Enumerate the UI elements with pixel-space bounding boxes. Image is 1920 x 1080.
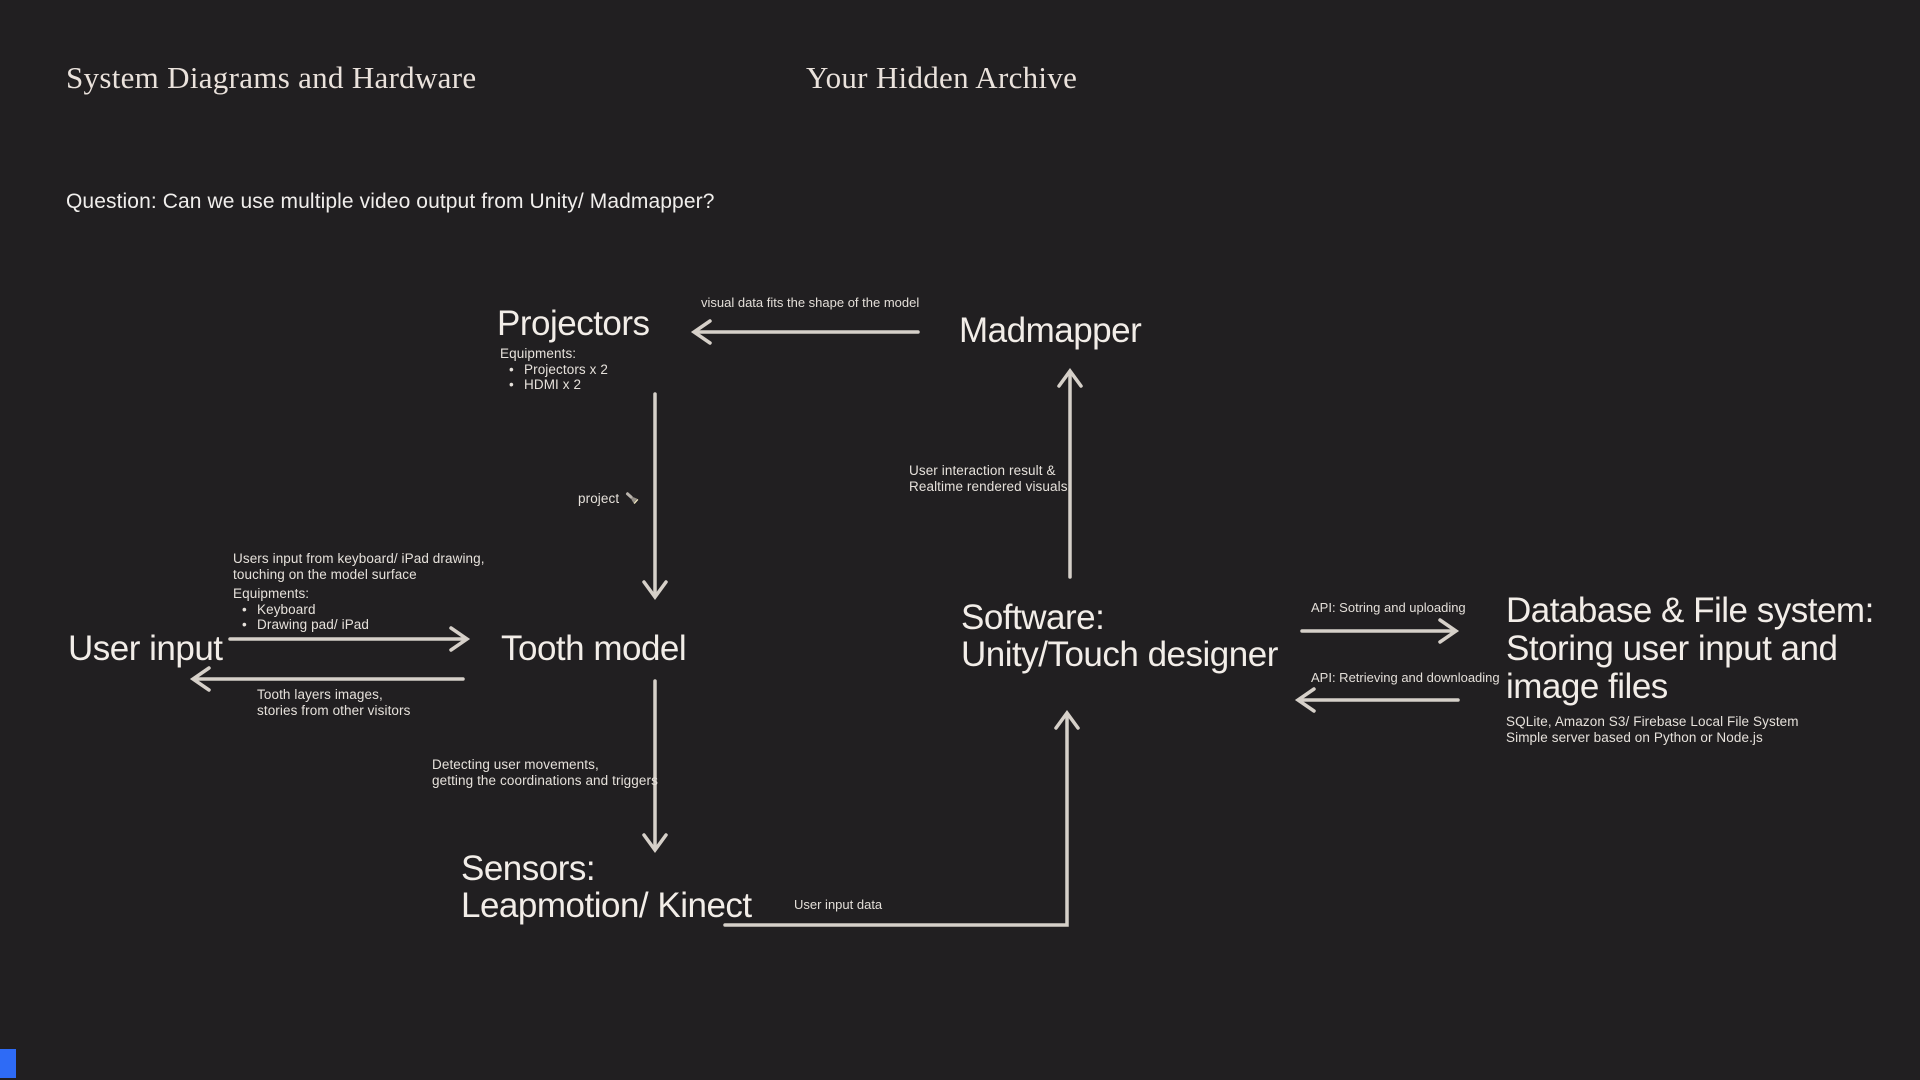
list-item: • HDMI x 2 xyxy=(500,377,608,393)
title-line: Leapmotion/ Kinect xyxy=(461,886,752,925)
project-label-text: project xyxy=(578,491,620,506)
label-line: Realtime rendered visuals xyxy=(909,478,1068,494)
label-line: Tooth layers images, xyxy=(257,687,383,702)
arrow-software-to-database xyxy=(1300,618,1460,644)
equipment-item: Drawing pad/ iPad xyxy=(257,617,370,632)
label-line: touching on the model surface xyxy=(233,566,417,582)
edge-label-user-input-data: User input data xyxy=(794,897,883,912)
node-software-title: Software: Unity/Touch designer xyxy=(961,599,1278,673)
equipment-label: Equipments: xyxy=(500,346,577,361)
list-item: • Projectors x 2 xyxy=(500,362,608,378)
flashlight-icon xyxy=(623,489,639,509)
arrow-projectors-to-tooth-model xyxy=(642,392,668,600)
bullet-icon: • xyxy=(242,601,247,617)
title-line: Software: xyxy=(961,598,1105,637)
title-line: Database & File system: xyxy=(1506,591,1874,630)
equipment-item: Keyboard xyxy=(257,601,316,617)
edge-label-tooth-layers: Tooth layers images, stories from other … xyxy=(257,687,411,718)
bullet-icon: • xyxy=(509,377,514,392)
bullet-icon: • xyxy=(242,617,247,632)
list-item: • Keyboard xyxy=(233,602,485,618)
edge-label-project: project xyxy=(578,489,639,509)
page-title: System Diagrams and Hardware xyxy=(66,60,477,95)
equipment-item: HDMI x 2 xyxy=(524,377,582,392)
equipment-label: Equipments: xyxy=(233,586,310,601)
edge-label-users-input: Users input from keyboard/ iPad drawing,… xyxy=(233,551,485,633)
bullet-icon: • xyxy=(509,361,514,377)
title-line: Sensors: xyxy=(461,849,596,888)
label-line: stories from other visitors xyxy=(257,702,411,718)
title-line: Storing user input and xyxy=(1506,629,1838,668)
edge-label-detecting: Detecting user movements, getting the co… xyxy=(432,757,658,788)
node-database-title: Database & File system: Storing user inp… xyxy=(1506,592,1874,706)
arrow-database-to-software xyxy=(1294,687,1460,713)
label-line: getting the coordinations and triggers xyxy=(432,772,658,788)
node-madmapper-title: Madmapper xyxy=(959,311,1142,350)
label-line: Detecting user movements, xyxy=(432,757,599,772)
question-text: Question: Can we use multiple video outp… xyxy=(66,190,715,213)
projectors-equipment-list: Equipments: • Projectors x 2 • HDMI x 2 xyxy=(500,346,608,393)
label-line: User interaction result & xyxy=(909,463,1056,478)
detail-line: Simple server based on Python or Node.js xyxy=(1506,729,1763,745)
arrow-sensors-to-software xyxy=(723,710,1080,927)
node-projectors-title: Projectors xyxy=(497,304,650,343)
corner-blue-square xyxy=(0,1049,16,1078)
arrow-madmapper-to-projectors xyxy=(690,319,920,345)
equipment-item: Projectors x 2 xyxy=(524,361,608,377)
edge-label-visual-data: visual data fits the shape of the model xyxy=(701,295,920,310)
node-user-input-title: User input xyxy=(68,629,223,668)
detail-line: SQLite, Amazon S3/ Firebase Local File S… xyxy=(1506,714,1799,729)
database-details: SQLite, Amazon S3/ Firebase Local File S… xyxy=(1506,714,1799,745)
list-item: • Drawing pad/ iPad xyxy=(233,617,485,633)
node-tooth-model-title: Tooth model xyxy=(501,629,687,668)
label-line: Users input from keyboard/ iPad drawing, xyxy=(233,551,485,566)
edge-label-api-storing: API: Sotring and uploading xyxy=(1311,600,1466,615)
node-sensors-title: Sensors: Leapmotion/ Kinect xyxy=(461,850,752,924)
title-line: image files xyxy=(1506,667,1668,706)
edge-label-user-interaction: User interaction result & Realtime rende… xyxy=(909,463,1068,494)
title-line: Unity/Touch designer xyxy=(961,635,1278,674)
edge-label-api-retrieving: API: Retrieving and downloading xyxy=(1311,670,1500,685)
archive-title: Your Hidden Archive xyxy=(806,60,1078,95)
